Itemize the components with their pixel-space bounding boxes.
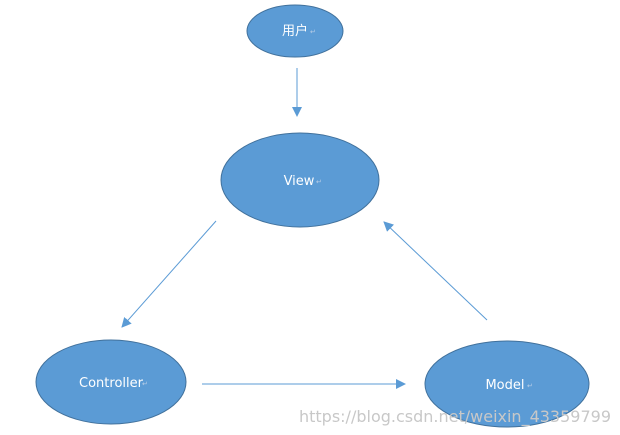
node-view: View ↵ <box>220 132 380 228</box>
node-controller-shape <box>35 339 187 425</box>
paragraph-mark-icon: ↵ <box>316 178 322 186</box>
paragraph-mark-icon: ↵ <box>142 380 148 388</box>
node-view-label: View <box>284 174 315 189</box>
node-model-shape <box>424 340 590 428</box>
paragraph-mark-icon: ↵ <box>310 28 316 36</box>
node-controller-label: Controller <box>79 376 144 391</box>
node-user-shape <box>246 4 344 58</box>
node-user-label: 用户 <box>282 23 308 39</box>
node-model: Model ↵ <box>424 340 590 428</box>
watermark: https://blog.csdn.net/weixin_43359799 <box>299 407 611 427</box>
edge-view-to-controller <box>121 220 217 328</box>
node-controller: Controller ↵ <box>35 339 187 425</box>
paragraph-mark-icon: ↵ <box>527 382 533 390</box>
node-user: 用户 ↵ <box>246 4 344 58</box>
node-model-label: Model <box>485 378 524 393</box>
node-view-shape <box>220 132 380 228</box>
edge-model-to-view <box>383 221 488 321</box>
